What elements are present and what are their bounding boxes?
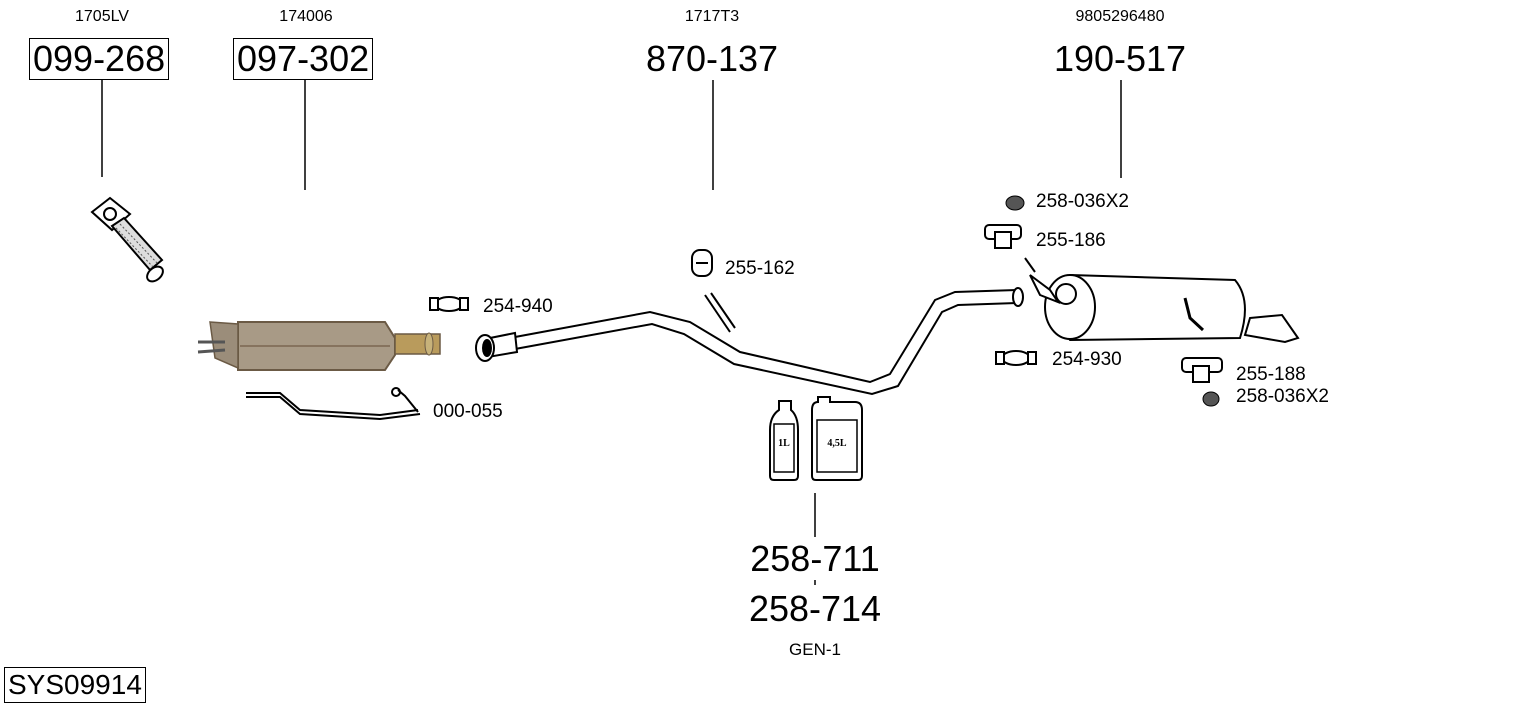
bottle-small-label: 1L <box>778 438 790 449</box>
rear-muffler-icon <box>1024 257 1300 344</box>
part-number-258-711[interactable]: 258-711 <box>750 538 880 579</box>
part-number-099-268[interactable]: 099-268 <box>29 38 170 80</box>
part-number-254-940[interactable]: 254-940 <box>483 296 553 317</box>
bottle-large-icon <box>811 396 863 481</box>
ref-label-3: 1717T3 <box>684 8 740 25</box>
part-number-258-036x2-top[interactable]: 258-036X2 <box>1036 191 1129 212</box>
part-number-255-186[interactable]: 255-186 <box>1036 230 1106 251</box>
fluid-note: GEN-1 <box>789 640 841 659</box>
nut-icon-top <box>1005 195 1025 211</box>
hanger-icon-rear-top <box>984 224 1022 249</box>
hanger-icon-mid <box>691 249 713 277</box>
particulate-filter-icon <box>197 321 441 371</box>
part-number-258-714[interactable]: 258-714 <box>748 588 882 629</box>
sensor-pipe-icon <box>246 387 421 421</box>
nut-icon-bottom <box>1202 391 1220 407</box>
part-number-254-930[interactable]: 254-930 <box>1052 349 1122 370</box>
ref-label-4: 9805296480 <box>1075 8 1165 25</box>
bottle-large-label: 4,5L <box>827 438 847 449</box>
part-number-255-188[interactable]: 255-188 <box>1236 364 1306 385</box>
hanger-icon-rear-bottom <box>1181 357 1223 383</box>
part-number-190-517[interactable]: 190-517 <box>1053 38 1187 79</box>
ref-label-1: 1705LV <box>75 8 129 25</box>
part-number-097-302[interactable]: 097-302 <box>233 38 374 80</box>
flex-pipe-icon <box>90 196 164 283</box>
ref-label-2: 174006 <box>279 8 333 25</box>
part-number-258-036x2-bottom[interactable]: 258-036X2 <box>1236 386 1329 407</box>
part-number-870-137[interactable]: 870-137 <box>645 38 779 79</box>
part-number-255-162[interactable]: 255-162 <box>725 258 795 279</box>
intermediate-pipe-icon <box>475 287 1024 396</box>
bottle-small-icon <box>769 400 799 481</box>
system-code: SYS09914 <box>4 667 146 703</box>
clamp-icon-rear <box>995 350 1037 366</box>
part-number-000-055[interactable]: 000-055 <box>433 401 503 422</box>
clamp-icon-front <box>429 296 469 312</box>
